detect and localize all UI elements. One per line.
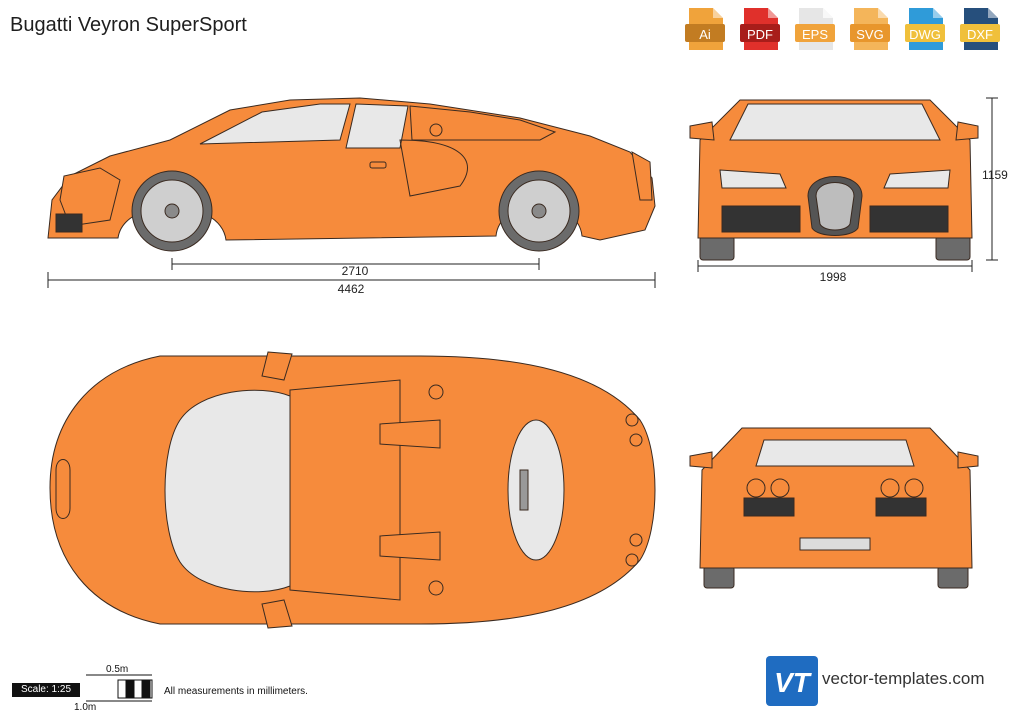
file-icon: [850, 8, 890, 50]
format-ai-button[interactable]: Ai: [683, 6, 727, 52]
file-icon: [905, 8, 945, 50]
logo-text: VT: [774, 667, 813, 698]
front-dimensions: [697, 97, 998, 272]
file-icon: [740, 8, 780, 50]
top-view: [49, 351, 656, 629]
format-label: SVG: [856, 27, 884, 42]
format-label: DWG: [909, 27, 941, 42]
measurement-note: All measurements in millimeters.: [164, 686, 308, 697]
file-icon: [795, 8, 835, 50]
format-buttons: Ai PDF EPS SVG DWG DXF: [678, 6, 1018, 54]
page-title: Bugatti Veyron SuperSport: [10, 14, 247, 36]
format-label: Ai: [699, 27, 711, 42]
wheelbase-label: 2710: [341, 264, 369, 278]
front-view: [689, 99, 979, 261]
format-pdf-button[interactable]: PDF: [738, 6, 782, 52]
scale-bar: [86, 674, 153, 702]
scale-label: Scale: 1:25: [12, 683, 80, 697]
width-label: 1998: [819, 270, 847, 284]
format-label: PDF: [747, 27, 773, 42]
format-dxf-button[interactable]: DXF: [958, 6, 1002, 52]
file-icon: [685, 8, 725, 50]
format-dwg-button[interactable]: DWG: [903, 6, 947, 52]
vector-templates-logo-icon[interactable]: VT: [766, 656, 818, 706]
format-svg-button[interactable]: SVG: [848, 6, 892, 52]
length-label: 4462: [337, 282, 365, 296]
format-label: EPS: [801, 27, 828, 42]
brand-site-link[interactable]: vector-templates.com: [822, 669, 985, 688]
rear-view: [689, 427, 979, 589]
format-label: DXF: [967, 27, 993, 42]
side-dimensions: [47, 258, 656, 288]
height-label: 1159: [982, 168, 1008, 182]
one-meter-label: 1.0m: [74, 702, 97, 713]
format-eps-button[interactable]: EPS: [793, 6, 837, 52]
file-icon: [960, 8, 1000, 50]
side-view: [47, 97, 656, 252]
half-meter-label: 0.5m: [106, 664, 129, 675]
